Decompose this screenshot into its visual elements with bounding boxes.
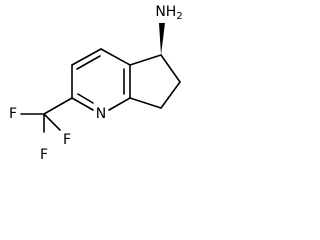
label-fluorine-bottom: F [40, 147, 48, 163]
label-amine: NH2 [155, 4, 182, 22]
bond-c2-cf3 [43, 97, 73, 115]
bond-cf3-f-right [43, 113, 61, 131]
structure-diagram: NH2 N F F F [9, 4, 183, 163]
bond-c7-c7a [129, 97, 162, 109]
wedge-bond-amine [159, 23, 165, 55]
label-fluorine-left: F [9, 106, 17, 122]
atom-labels: NH2 N F F F [9, 4, 183, 163]
label-ring-nitrogen: N [96, 106, 106, 122]
bond-c4a-c5 [129, 54, 162, 66]
bond-c4-c3 [71, 48, 102, 66]
trifluoromethyl-group [20, 97, 73, 133]
bond-c5-c6 [160, 54, 181, 83]
bond-c2-n1-inner [77, 93, 94, 104]
cyclopentane-ring [129, 54, 181, 109]
pyridine-ring [71, 48, 131, 111]
bond-n1-c7a [108, 97, 131, 111]
bond-c6-c7 [160, 81, 181, 109]
label-fluorine-right: F [63, 132, 71, 148]
bond-c4a-c4 [100, 48, 131, 66]
bond-c4-c3-inner [76, 55, 101, 70]
bond-c2-n1 [71, 97, 94, 111]
